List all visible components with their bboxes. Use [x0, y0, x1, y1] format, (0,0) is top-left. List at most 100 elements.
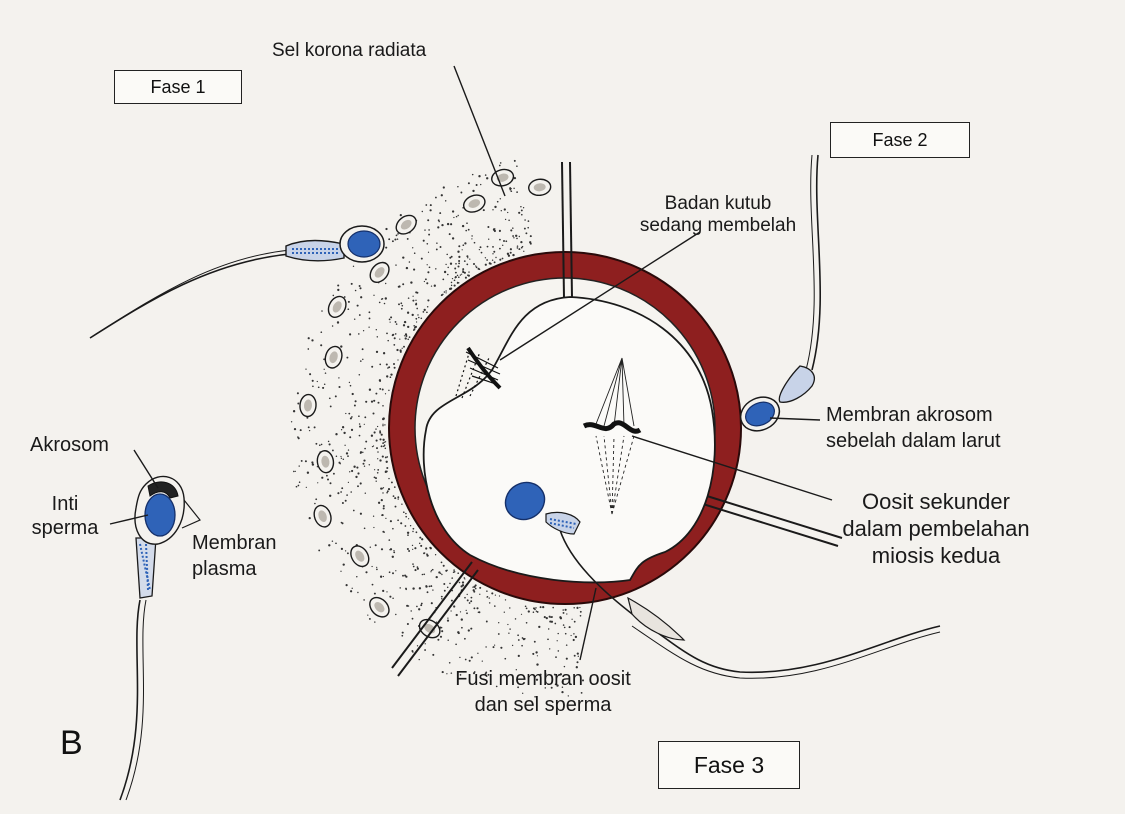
corona-dot [402, 256, 404, 258]
leader-acrosome [134, 450, 158, 488]
corona-dot [441, 294, 443, 296]
corona-dot [314, 503, 316, 505]
corona-dot [475, 265, 476, 266]
corona-dot [422, 211, 423, 212]
corona-dot [400, 302, 402, 304]
corona-dot [429, 209, 431, 211]
corona-dot [396, 323, 398, 325]
corona-dot [311, 339, 313, 341]
corona-dot [358, 333, 360, 335]
corona-dot [445, 264, 446, 265]
corona-dot [480, 246, 482, 248]
corona-dot [514, 160, 516, 162]
corona-dot [453, 571, 455, 573]
corona-dot [385, 456, 387, 458]
corona-dot [393, 344, 395, 346]
corona-dot [419, 659, 420, 660]
corona-dot [441, 598, 442, 599]
corona-dot [349, 436, 351, 438]
corona-dot [369, 618, 371, 620]
corona-dot [517, 634, 519, 636]
corona-dot [440, 573, 441, 574]
corona-dot [412, 549, 413, 550]
corona-dot [428, 234, 430, 236]
phase2-box: Fase 2 [830, 122, 970, 158]
corona-dot [402, 305, 404, 307]
corona-dot [309, 430, 310, 431]
corona-dot [408, 518, 409, 519]
corona-dot [517, 247, 519, 249]
corona-dot [349, 382, 350, 383]
corona-dot [317, 381, 318, 382]
corona-dot [458, 263, 460, 265]
corona-dot [500, 647, 502, 649]
corona-dot [315, 498, 317, 500]
corona-dot [576, 661, 578, 663]
corona-dot [478, 268, 480, 270]
corona-dot [337, 284, 339, 286]
corona-dot [338, 386, 340, 388]
corona-dot [377, 426, 378, 427]
corona-dot [405, 516, 407, 518]
corona-dot [372, 446, 373, 447]
corona-dot [395, 264, 396, 265]
corona-dot [395, 333, 397, 335]
corona-dot [444, 590, 446, 592]
corona-dot [386, 591, 387, 592]
corona-dot [388, 488, 390, 490]
corona-dot [461, 627, 463, 629]
corona-dot [464, 272, 466, 274]
corona-dot [385, 228, 387, 230]
corona-dot [492, 209, 493, 210]
corona-dot [352, 588, 353, 589]
corona-dot [537, 611, 539, 613]
corona-dot [488, 239, 489, 240]
corona-dot [374, 431, 376, 433]
corona-dot [437, 639, 439, 641]
corona-dot [470, 600, 472, 602]
corona-dot [455, 272, 457, 274]
label-plasma-membrane-line2: plasma [192, 556, 276, 582]
corona-dot [387, 456, 389, 458]
corona-dot [427, 219, 429, 221]
corona-dot [359, 426, 361, 428]
corona-dot [346, 494, 348, 496]
corona-dot [343, 432, 345, 434]
corona-dot [447, 223, 449, 225]
corona-dot [466, 612, 468, 614]
corona-dot [369, 464, 370, 465]
corona-dot [308, 337, 310, 339]
label-oocyte-line3: miosis kedua [836, 542, 1036, 569]
corona-dot [378, 402, 380, 404]
corona-dot [342, 502, 344, 504]
corona-dot [516, 165, 518, 167]
corona-dot [407, 238, 409, 240]
panel-letter: B [60, 724, 83, 763]
corona-dot [395, 614, 396, 615]
corona-dot [337, 321, 339, 323]
corona-dot [332, 449, 334, 451]
corona-dot [344, 445, 345, 446]
corona-dot [447, 267, 449, 269]
corona-dot [405, 337, 407, 339]
corona-dot [381, 445, 383, 447]
corona-dot [474, 242, 476, 244]
corona-dot [426, 311, 428, 313]
phase1-label: Fase 1 [150, 77, 205, 98]
corona-dot [346, 452, 348, 454]
corona-dot [392, 240, 394, 242]
corona-dot [485, 646, 486, 647]
corona-dot [414, 327, 416, 329]
corona-dot [467, 274, 469, 276]
corona-dot [579, 607, 580, 608]
corona-dot [523, 207, 524, 208]
corona-dot [507, 253, 509, 255]
corona-dot [386, 363, 388, 365]
corona-dot [363, 460, 365, 462]
corona-dot [412, 618, 414, 620]
corona-dot [424, 281, 425, 282]
corona-dot [466, 222, 468, 224]
corona-dot [383, 576, 384, 577]
corona-dot [376, 440, 378, 442]
corona-dot [363, 330, 364, 331]
